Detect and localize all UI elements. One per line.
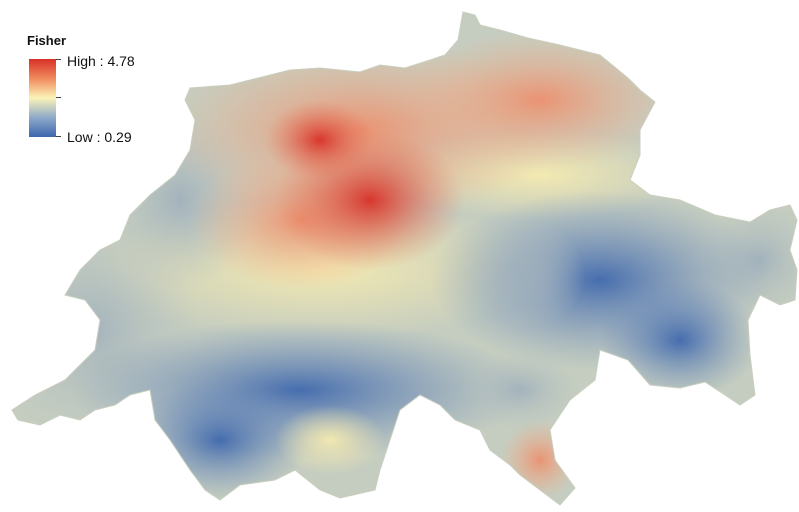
legend-color-ramp — [29, 59, 56, 137]
legend-low-label: Low : 0.29 — [67, 129, 132, 145]
legend-title: Fisher — [27, 33, 67, 48]
legend-high-label: High : 4.78 — [67, 53, 135, 69]
legend-tick-mid — [56, 97, 61, 98]
legend-tick-high — [56, 59, 61, 60]
legend-tick-low — [56, 136, 61, 137]
map-legend: Fisher High : 4.78 Low : 0.29 — [27, 33, 177, 145]
